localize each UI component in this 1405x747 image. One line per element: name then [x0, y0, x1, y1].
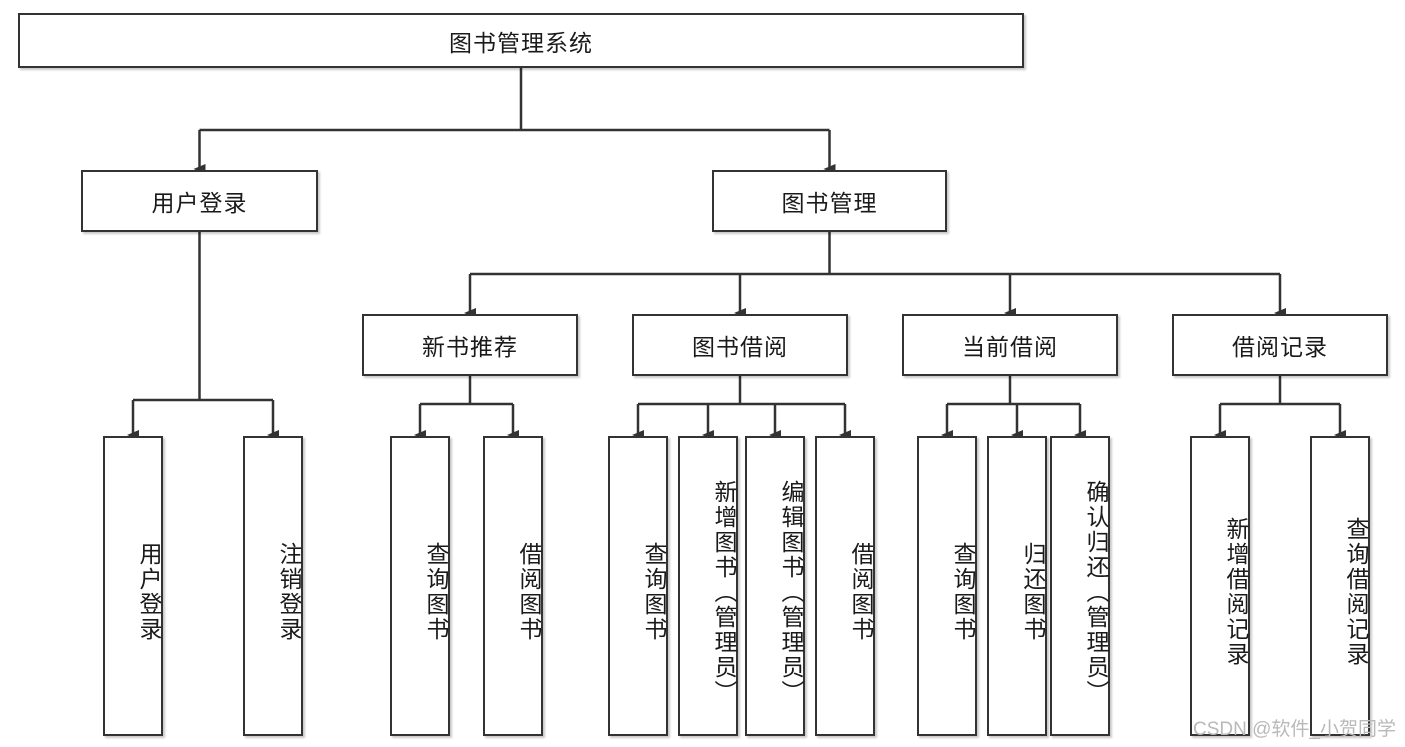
node-leaf-new-1[interactable]: 查询图书	[390, 436, 450, 736]
node-label: 归还图书	[1020, 542, 1046, 642]
node-label: 查询借阅记录	[1343, 517, 1369, 667]
node-newbook[interactable]: 新书推荐	[362, 314, 578, 376]
node-leaf-bor-1[interactable]: 查询图书	[608, 436, 668, 736]
node-label: 注销登录	[276, 542, 302, 642]
node-label: 新增图书（管理员）	[711, 479, 737, 705]
edge-paths	[127, 68, 1346, 440]
node-leaf-new-2[interactable]: 借阅图书	[483, 436, 543, 736]
node-label: 用户登录	[151, 190, 248, 216]
node-leaf-bor-3[interactable]: 编辑图书（管理员）	[745, 436, 805, 736]
node-leaf-rec-1[interactable]: 新增借阅记录	[1190, 436, 1250, 736]
node-label: 借阅记录	[1232, 334, 1328, 360]
node-label: 查询图书	[423, 542, 449, 642]
node-label: 查询图书	[950, 542, 976, 642]
node-label: 借阅图书	[848, 542, 874, 642]
watermark: CSDN @软件_小贺同学	[1193, 719, 1396, 740]
node-leaf-bor-2[interactable]: 新增图书（管理员）	[678, 436, 738, 736]
node-root[interactable]: 图书管理系统	[18, 13, 1024, 68]
node-login[interactable]: 用户登录	[81, 170, 318, 232]
node-leaf-rec-2[interactable]: 查询借阅记录	[1310, 436, 1370, 736]
node-borrow[interactable]: 图书借阅	[632, 314, 848, 376]
node-label: 借阅图书	[516, 542, 542, 642]
node-label: 查询图书	[641, 542, 667, 642]
node-label: 新增借阅记录	[1223, 517, 1249, 667]
node-label: 当前借阅	[962, 334, 1058, 360]
node-leaf-cur-1[interactable]: 查询图书	[917, 436, 977, 736]
node-label: 图书管理系统	[449, 29, 593, 56]
node-leaf-login-1[interactable]: 用户登录	[103, 436, 163, 736]
node-label: 图书借阅	[692, 334, 788, 360]
node-leaf-cur-3[interactable]: 确认归还（管理员）	[1050, 436, 1110, 736]
node-label: 图书管理	[781, 190, 878, 216]
node-label: 新书推荐	[422, 334, 518, 360]
node-label: 编辑图书（管理员）	[778, 479, 804, 705]
node-leaf-bor-4[interactable]: 借阅图书	[815, 436, 875, 736]
node-leaf-cur-2[interactable]: 归还图书	[987, 436, 1047, 736]
node-label: 用户登录	[136, 542, 162, 642]
node-bookmgmt[interactable]: 图书管理	[712, 170, 947, 232]
node-current[interactable]: 当前借阅	[902, 314, 1118, 376]
node-record[interactable]: 借阅记录	[1172, 314, 1388, 376]
node-label: 确认归还（管理员）	[1083, 479, 1109, 705]
node-leaf-login-2[interactable]: 注销登录	[243, 436, 303, 736]
